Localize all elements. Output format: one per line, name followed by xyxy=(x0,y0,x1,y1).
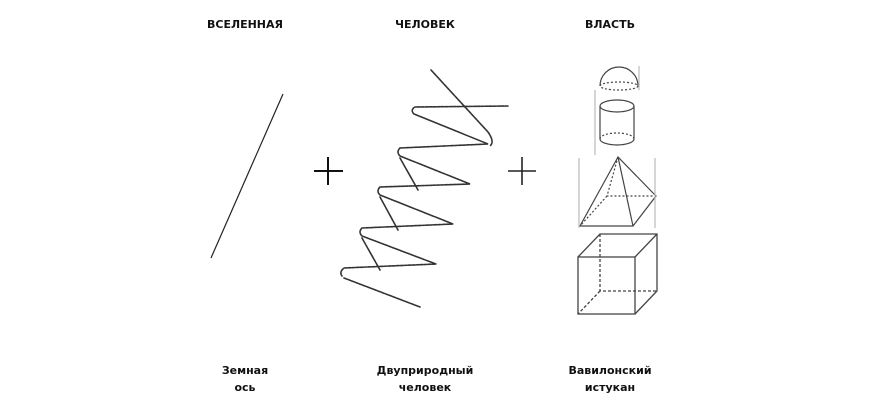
caption-line: ось xyxy=(234,381,256,394)
caption-human: Двуприродный человек xyxy=(365,362,485,396)
plus-icon xyxy=(508,157,536,185)
caption-line: истукан xyxy=(584,381,636,394)
caption-line: Вавилонский xyxy=(568,364,652,377)
caption-power: Вавилонский истукан xyxy=(555,362,665,396)
caption-line: Двуприродный xyxy=(376,364,474,377)
helix-icon xyxy=(340,69,509,308)
title-universe: ВСЕЛЕННАЯ xyxy=(206,18,284,31)
caption-line: Земная xyxy=(221,364,269,377)
plus-icon xyxy=(314,157,343,185)
cube-icon xyxy=(577,233,658,315)
title-human: ЧЕЛОВЕК xyxy=(395,18,455,31)
cylinder-icon xyxy=(594,90,635,155)
earth-axis-icon xyxy=(210,93,284,259)
caption-universe: Земная ось xyxy=(195,362,295,396)
caption-line: человек xyxy=(398,381,452,394)
title-power: ВЛАСТЬ xyxy=(585,18,635,31)
pyramid-icon xyxy=(578,156,657,228)
hemisphere-icon xyxy=(599,66,640,91)
